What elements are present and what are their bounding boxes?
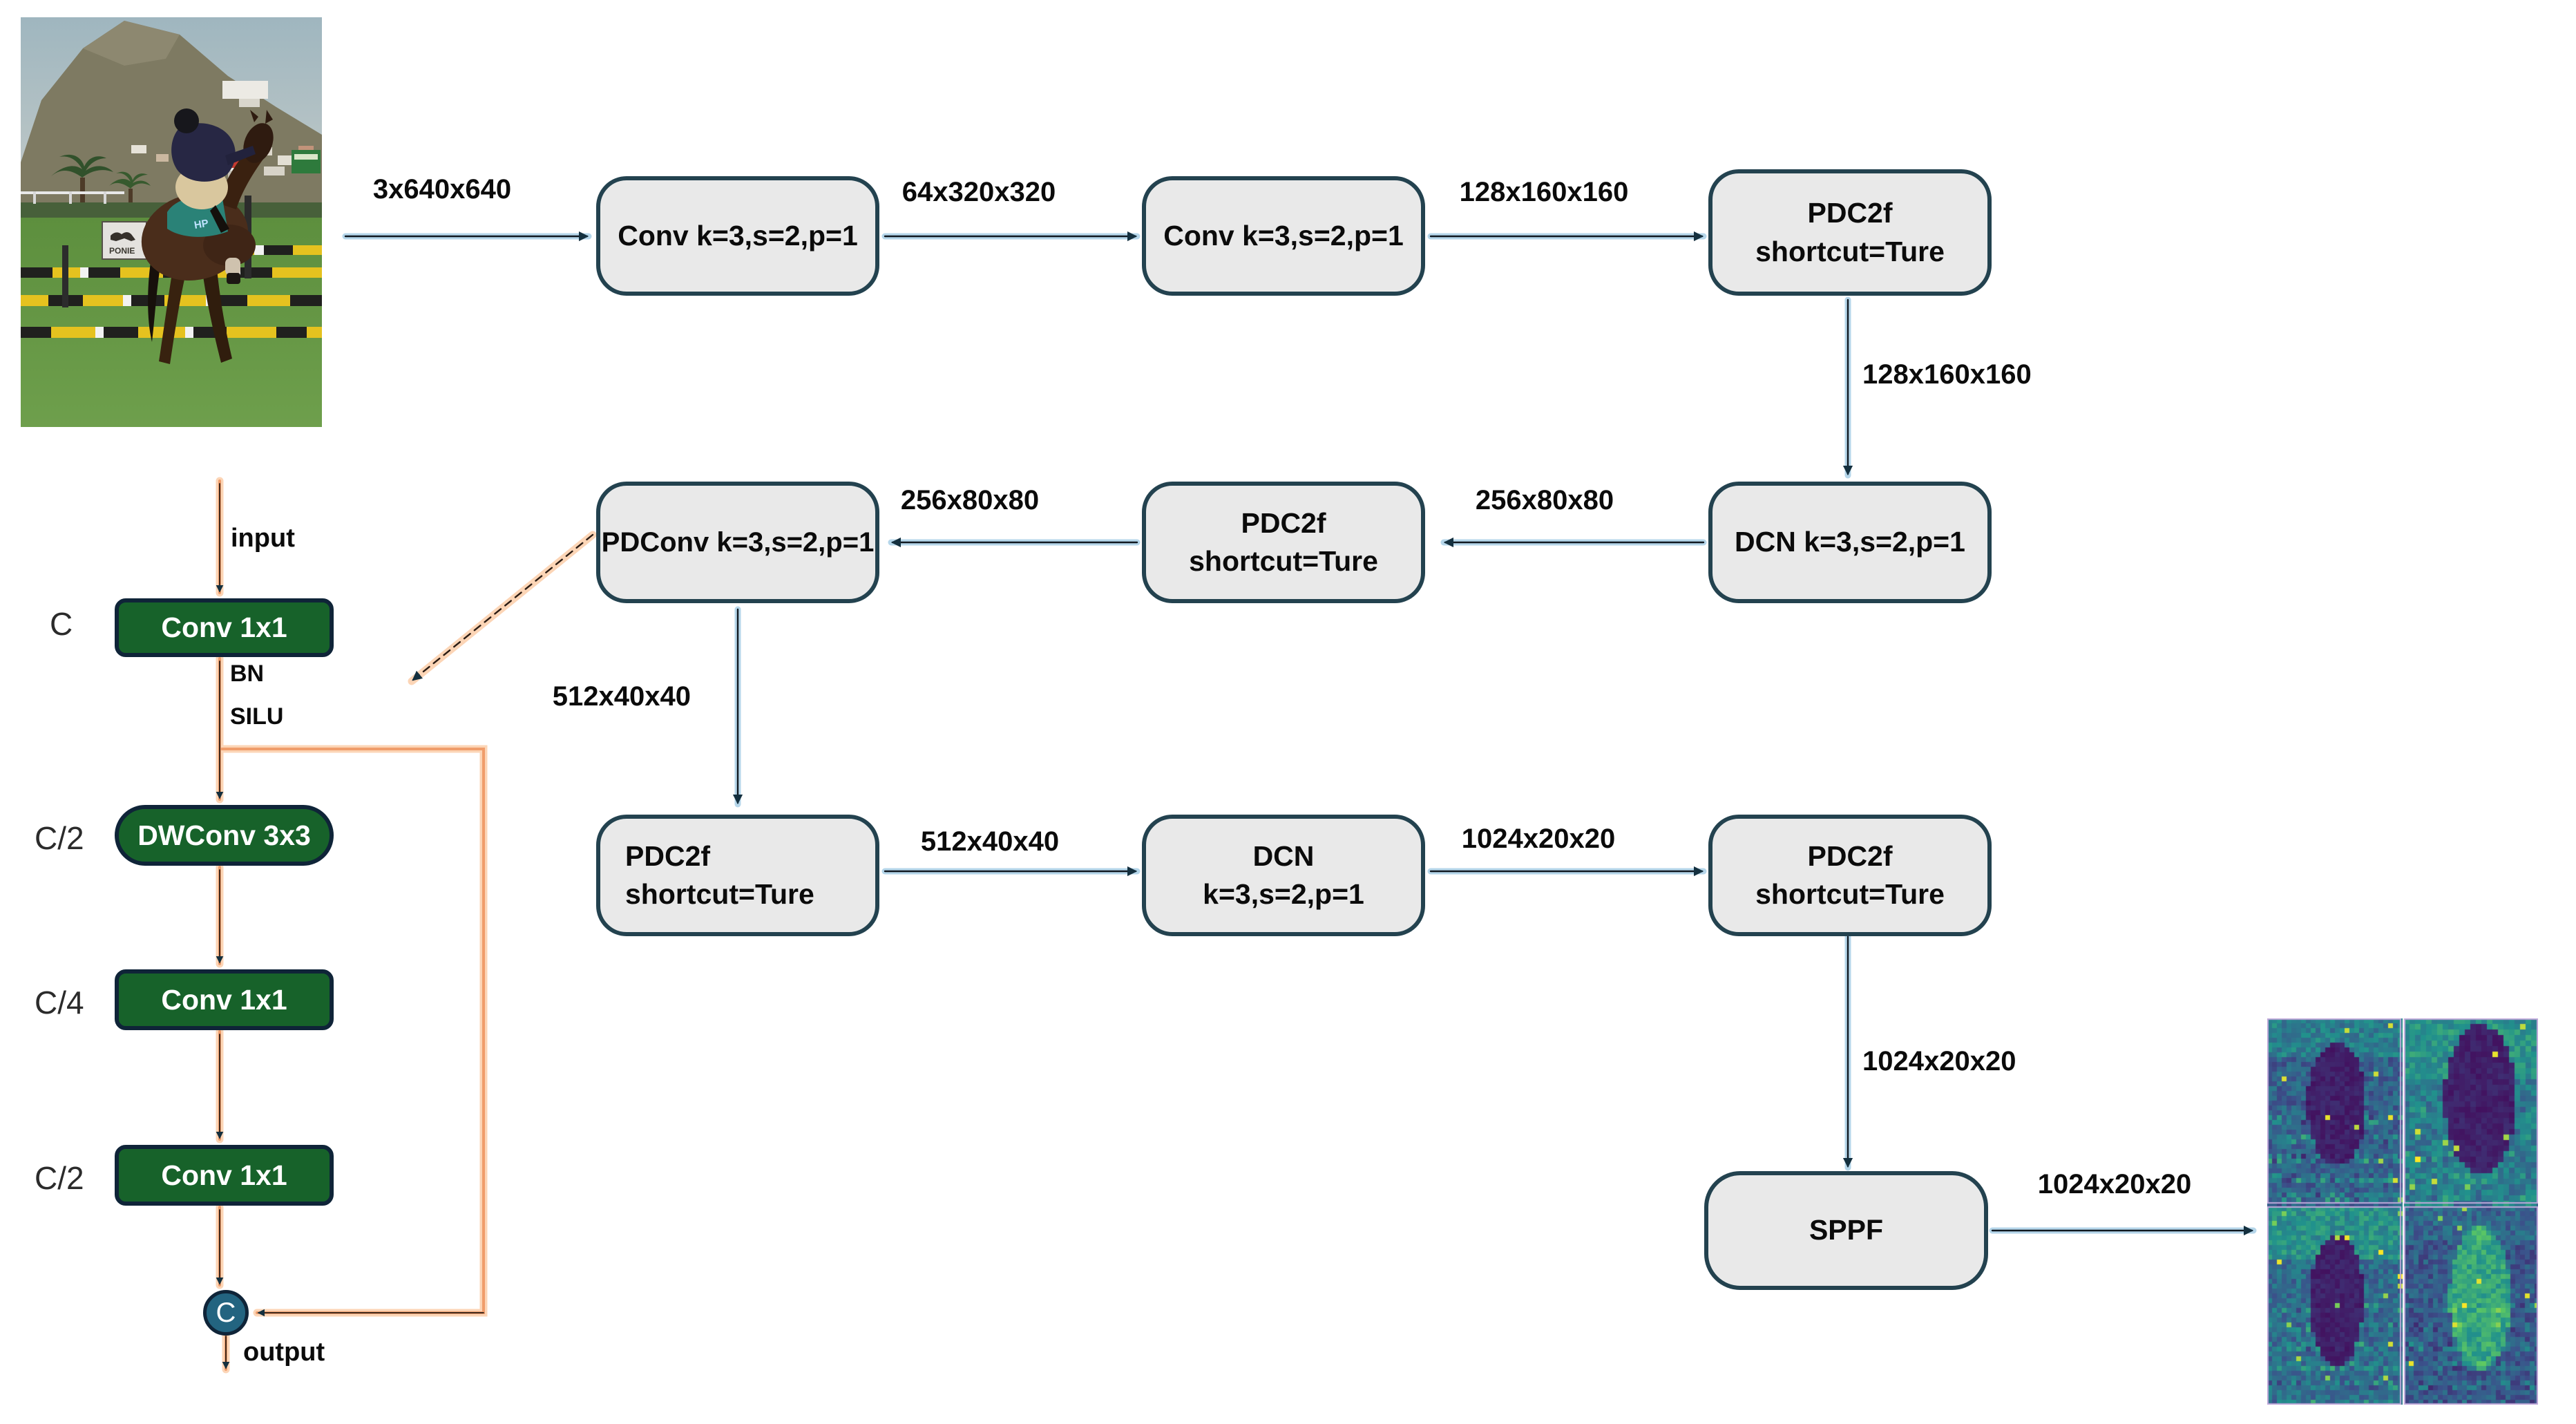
node-label: Conv k=3,s=2,p=1 (1163, 219, 1404, 251)
dim-label-256x80-b: 256x80x80 (900, 485, 1040, 515)
photo-horse-rider: HP (141, 108, 274, 364)
feature-maps-canvas (2267, 1018, 2538, 1405)
channel-label-c4: C/4 (35, 985, 84, 1020)
concat-node: C (203, 1290, 249, 1336)
concat-label: C (216, 1297, 236, 1328)
dim-label-256x80-a: 256x80x80 (1475, 485, 1614, 515)
node-label: PDC2f (625, 839, 711, 872)
node-label: PDConv k=3,s=2,p=1 (601, 527, 875, 558)
photo-saddle-text: HP (193, 218, 209, 231)
dim-label-512x40-a: 512x40x40 (552, 681, 691, 712)
dim-label-128x160-a: 128x160x160 (1459, 177, 1629, 207)
node-pdc2f-stage3: PDC2f shortcut=Ture (1142, 482, 1425, 603)
node-label: PDC2f (1807, 197, 1893, 229)
block-label: Conv 1x1 (161, 1159, 287, 1191)
module-conv1x1-2: Conv 1x1 (115, 969, 334, 1030)
node-label: SPPF (1809, 1214, 1884, 1246)
node-conv2: Conv k=3,s=2,p=1 (1142, 176, 1425, 296)
node-label: shortcut=Ture (1755, 878, 1945, 910)
node-pdc2f-stage5: PDC2f shortcut=Ture (1708, 815, 1992, 936)
pdconv-to-module-dashed-arrow (412, 533, 594, 681)
dim-label-1024x20-b: 1024x20x20 (1862, 1046, 2016, 1076)
node-label: Conv k=3,s=2,p=1 (618, 219, 858, 251)
module-dwconv3x3: DWConv 3x3 (115, 805, 334, 866)
photo-board-text: PONIE (109, 246, 135, 256)
channel-label-c2a: C/2 (35, 820, 84, 856)
node-label: shortcut=Ture (625, 878, 814, 910)
node-sppf: SPPF (1704, 1171, 1988, 1290)
node-label: shortcut=Ture (1755, 235, 1945, 267)
node-label: shortcut=Ture (1189, 545, 1378, 577)
node-conv1: Conv k=3,s=2,p=1 (596, 176, 879, 296)
node-label: PDC2f (1241, 506, 1326, 539)
feature-maps-panel (2267, 1018, 2538, 1405)
module-bn-label: BN (230, 661, 265, 687)
node-label: DCN (1252, 839, 1315, 872)
module-silu-label: SILU (230, 703, 284, 730)
input-photo-horse-jumping: PONIE HP (21, 17, 322, 427)
node-dcn-stage4: DCN k=3,s=2,p=1 (1142, 815, 1425, 936)
block-label: Conv 1x1 (161, 611, 287, 643)
dim-label-128x160-b: 128x160x160 (1862, 359, 2032, 390)
channel-label-c2b: C/2 (35, 1160, 84, 1196)
node-label: DCN k=3,s=2,p=1 (1735, 526, 1965, 558)
module-conv1x1-3: Conv 1x1 (115, 1145, 334, 1206)
photo-fence (21, 191, 124, 204)
node-pdc2f-stage4: PDC2f shortcut=Ture (596, 815, 879, 936)
dim-label-64x320: 64x320x320 (901, 177, 1056, 207)
dim-label-512x40-b: 512x40x40 (920, 826, 1060, 857)
node-label: PDC2f (1807, 839, 1893, 872)
photo-mountain-ridge (83, 21, 180, 66)
node-label: k=3,s=2,p=1 (1203, 878, 1364, 910)
dim-label-1024x20-a: 1024x20x20 (1461, 824, 1616, 854)
module-conv1x1-1: Conv 1x1 (115, 598, 334, 657)
dim-label-1024x20-c: 1024x20x20 (2037, 1169, 2192, 1199)
node-pdc2f-stage2: PDC2f shortcut=Ture (1708, 169, 1992, 296)
module-input-label: input (231, 524, 295, 553)
node-pdconv: PDConv k=3,s=2,p=1 (596, 482, 879, 603)
module-output-label: output (243, 1338, 325, 1367)
channel-label-c: C (50, 606, 73, 642)
node-dcn-stage3: DCN k=3,s=2,p=1 (1708, 482, 1992, 603)
block-label: Conv 1x1 (161, 983, 287, 1016)
photo-pony-board: PONIE (102, 221, 147, 260)
dim-label-input: 3x640x640 (372, 174, 512, 205)
block-label: DWConv 3x3 (137, 819, 311, 851)
